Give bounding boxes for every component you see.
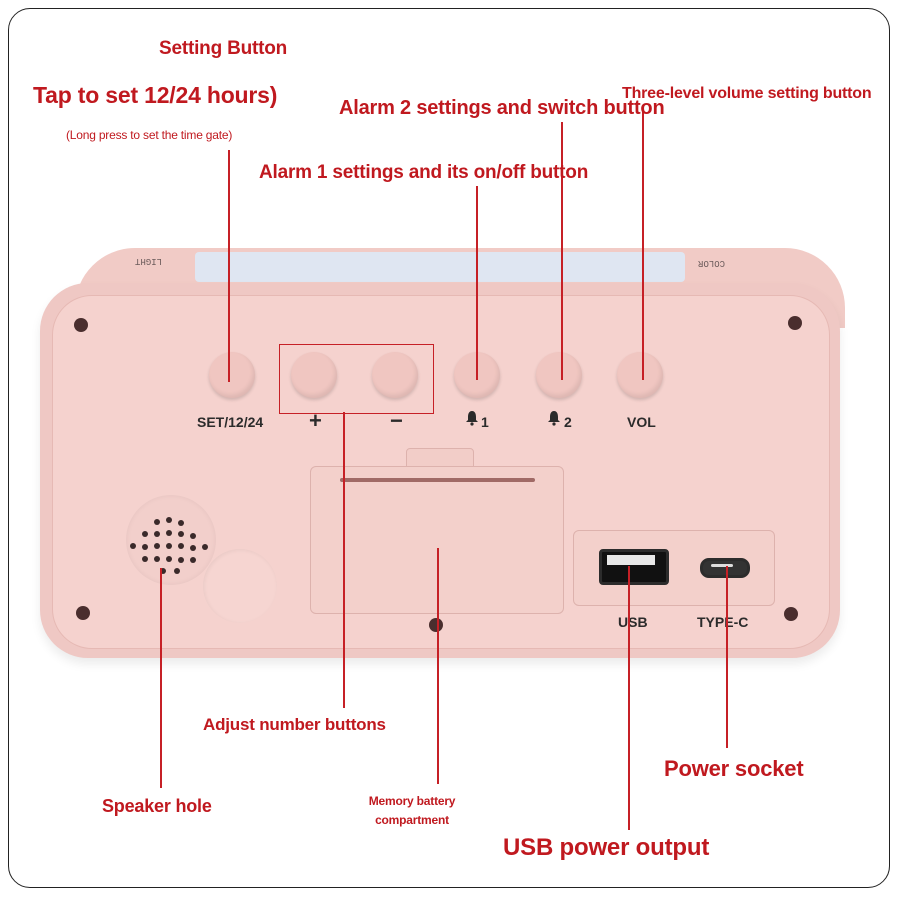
typec-port-tongue: [711, 564, 733, 567]
speaker-hole-dot: [190, 533, 196, 539]
vol-button-label: VOL: [627, 414, 656, 430]
rubber-foot: [203, 549, 277, 623]
speaker-hole-dot: [142, 556, 148, 562]
usb-port-tongue: [607, 555, 655, 565]
usb-label: USB: [618, 614, 648, 630]
speaker-hole-dot: [166, 543, 172, 549]
leader-line-alarm2: [561, 122, 563, 380]
speaker-hole-dot: [174, 568, 180, 574]
leader-line-alarm1: [476, 186, 478, 380]
label-alarm2: Alarm 2 settings and switch button: [339, 97, 665, 119]
screw-top-right: [788, 316, 802, 330]
speaker-hole-dot: [130, 543, 136, 549]
typec-label: TYPE-C: [697, 614, 749, 630]
label-tap-set: Tap to set 12/24 hours): [33, 82, 278, 108]
leader-line-usb: [628, 566, 630, 830]
label-alarm1: Alarm 1 settings and its on/off button: [259, 162, 589, 183]
label-speaker-hole: Speaker hole: [102, 796, 212, 816]
minus-button[interactable]: [372, 352, 418, 398]
screw-top-left: [74, 318, 88, 332]
speaker-hole-dot: [190, 545, 196, 551]
label-battery-line2: compartment: [375, 813, 449, 827]
set-button[interactable]: [209, 352, 255, 398]
set-button-label: SET/12/24: [197, 414, 264, 430]
leader-line-volume: [642, 106, 644, 380]
alarm2-button[interactable]: [536, 352, 582, 398]
label-usb-output: USB power output: [503, 834, 710, 861]
speaker-hole-dot: [178, 531, 184, 537]
label-long-press: (Long press to set the time gate): [66, 128, 233, 142]
speaker-hole-dot: [190, 557, 196, 563]
speaker-grille: [126, 495, 216, 585]
speaker-hole-dot: [142, 544, 148, 550]
bell-icon-alarm2: [547, 410, 561, 431]
leader-line-battery: [437, 548, 439, 784]
leader-line-speaker: [160, 568, 162, 788]
leader-line-setting: [228, 150, 230, 382]
label-volume: Three-level volume setting button: [622, 85, 872, 102]
speaker-hole-dot: [178, 557, 184, 563]
leader-line-power: [726, 566, 728, 748]
label-adjust-buttons: Adjust number buttons: [203, 715, 386, 734]
alarm2-label: 2: [564, 414, 572, 430]
screw-bottom-left: [76, 606, 90, 620]
speaker-hole-dot: [178, 543, 184, 549]
bell-icon-alarm1: [465, 410, 479, 431]
speaker-hole-dot: [154, 556, 160, 562]
label-battery-line1: Memory battery: [368, 794, 456, 808]
speaker-hole-dot: [166, 517, 172, 523]
display-window: [195, 252, 685, 282]
mirror-label-left: LIGHT: [135, 256, 163, 266]
minus-button-label: −: [390, 408, 403, 433]
label-setting-button: Setting Button: [159, 38, 288, 59]
typec-port[interactable]: [700, 558, 750, 578]
plus-button-label: +: [309, 408, 322, 433]
screw-battery: [429, 618, 443, 632]
mirror-label-right: COLOR: [698, 258, 726, 268]
alarm1-label: 1: [481, 414, 489, 430]
speaker-hole-dot: [142, 531, 148, 537]
speaker-hole-dot: [166, 530, 172, 536]
battery-cover-slot: [340, 478, 535, 482]
vol-button[interactable]: [617, 352, 663, 398]
adjust-buttons-highlight: [279, 344, 434, 414]
speaker-hole-dot: [160, 568, 166, 574]
speaker-hole-dot: [166, 556, 172, 562]
plus-button[interactable]: [291, 352, 337, 398]
label-power-socket: Power socket: [664, 756, 804, 781]
screw-bottom-right: [784, 607, 798, 621]
speaker-hole-dot: [202, 544, 208, 550]
speaker-hole-dot: [154, 519, 160, 525]
speaker-hole-dot: [154, 543, 160, 549]
speaker-hole-dot: [178, 520, 184, 526]
speaker-hole-dot: [154, 531, 160, 537]
leader-line-adjust: [343, 412, 345, 708]
